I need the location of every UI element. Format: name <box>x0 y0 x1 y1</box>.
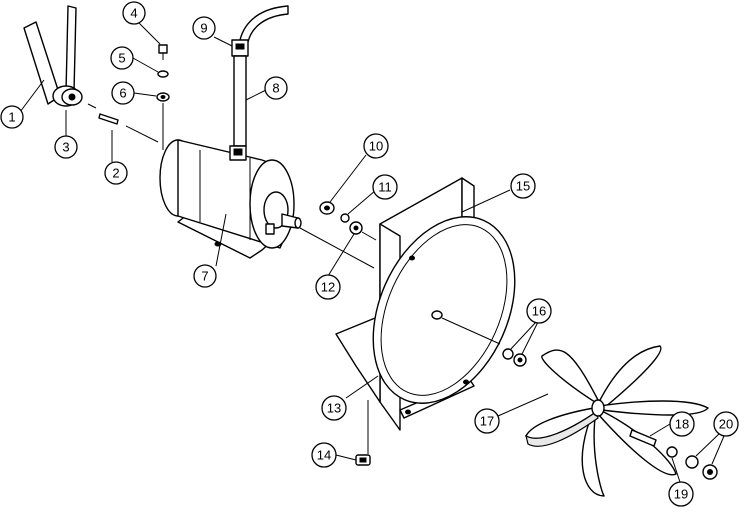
motor <box>159 139 302 259</box>
set-screw <box>629 429 657 447</box>
svg-text:11: 11 <box>378 180 392 195</box>
callout-15: 15 <box>510 173 536 199</box>
svg-text:15: 15 <box>516 179 530 194</box>
svg-text:6: 6 <box>119 86 126 101</box>
bracket-nut <box>355 454 371 466</box>
callout-18: 18 <box>669 411 695 437</box>
key <box>98 113 119 125</box>
fan-lock-washer <box>685 455 699 469</box>
callout-8: 8 <box>264 76 288 100</box>
callout-20: 20 <box>713 411 739 437</box>
svg-text:12: 12 <box>321 280 335 295</box>
fan-washer <box>666 446 678 458</box>
callout-12: 12 <box>315 274 341 300</box>
pulley <box>52 85 83 107</box>
callout-16: 16 <box>526 298 552 324</box>
callout-14: 14 <box>311 442 337 468</box>
callout-19: 19 <box>668 481 694 507</box>
svg-text:3: 3 <box>62 140 69 155</box>
belt <box>23 5 77 105</box>
svg-text:10: 10 <box>369 139 383 154</box>
svg-text:1: 1 <box>8 110 15 125</box>
callout-2: 2 <box>104 161 128 185</box>
callout-13: 13 <box>321 395 347 421</box>
svg-text:20: 20 <box>719 417 733 432</box>
svg-text:19: 19 <box>674 487 688 502</box>
callout-17: 17 <box>474 408 500 434</box>
callout-5: 5 <box>110 46 134 70</box>
svg-text:2: 2 <box>112 166 119 181</box>
svg-text:5: 5 <box>118 51 125 66</box>
power-cord <box>231 5 289 147</box>
callout-3: 3 <box>54 135 78 159</box>
svg-text:17: 17 <box>480 414 494 429</box>
svg-text:18: 18 <box>675 417 689 432</box>
svg-text:16: 16 <box>532 304 546 319</box>
shaft-washer <box>502 348 514 360</box>
lock-washer-2 <box>340 213 350 223</box>
callout-7: 7 <box>193 264 217 288</box>
svg-text:4: 4 <box>130 6 137 21</box>
svg-text:7: 7 <box>201 269 208 284</box>
lock-washer <box>157 70 169 78</box>
mounting-screw <box>158 44 168 60</box>
fan-shroud <box>372 216 516 404</box>
callout-6: 6 <box>111 81 135 105</box>
callout-1: 1 <box>0 105 24 129</box>
callout-11: 11 <box>372 174 398 200</box>
svg-text:14: 14 <box>317 448 331 463</box>
svg-text:13: 13 <box>327 401 341 416</box>
callout-4: 4 <box>122 1 146 25</box>
svg-text:9: 9 <box>200 21 207 36</box>
callout-9: 9 <box>192 16 216 40</box>
svg-text:8: 8 <box>272 81 279 96</box>
callout-10: 10 <box>363 133 389 159</box>
